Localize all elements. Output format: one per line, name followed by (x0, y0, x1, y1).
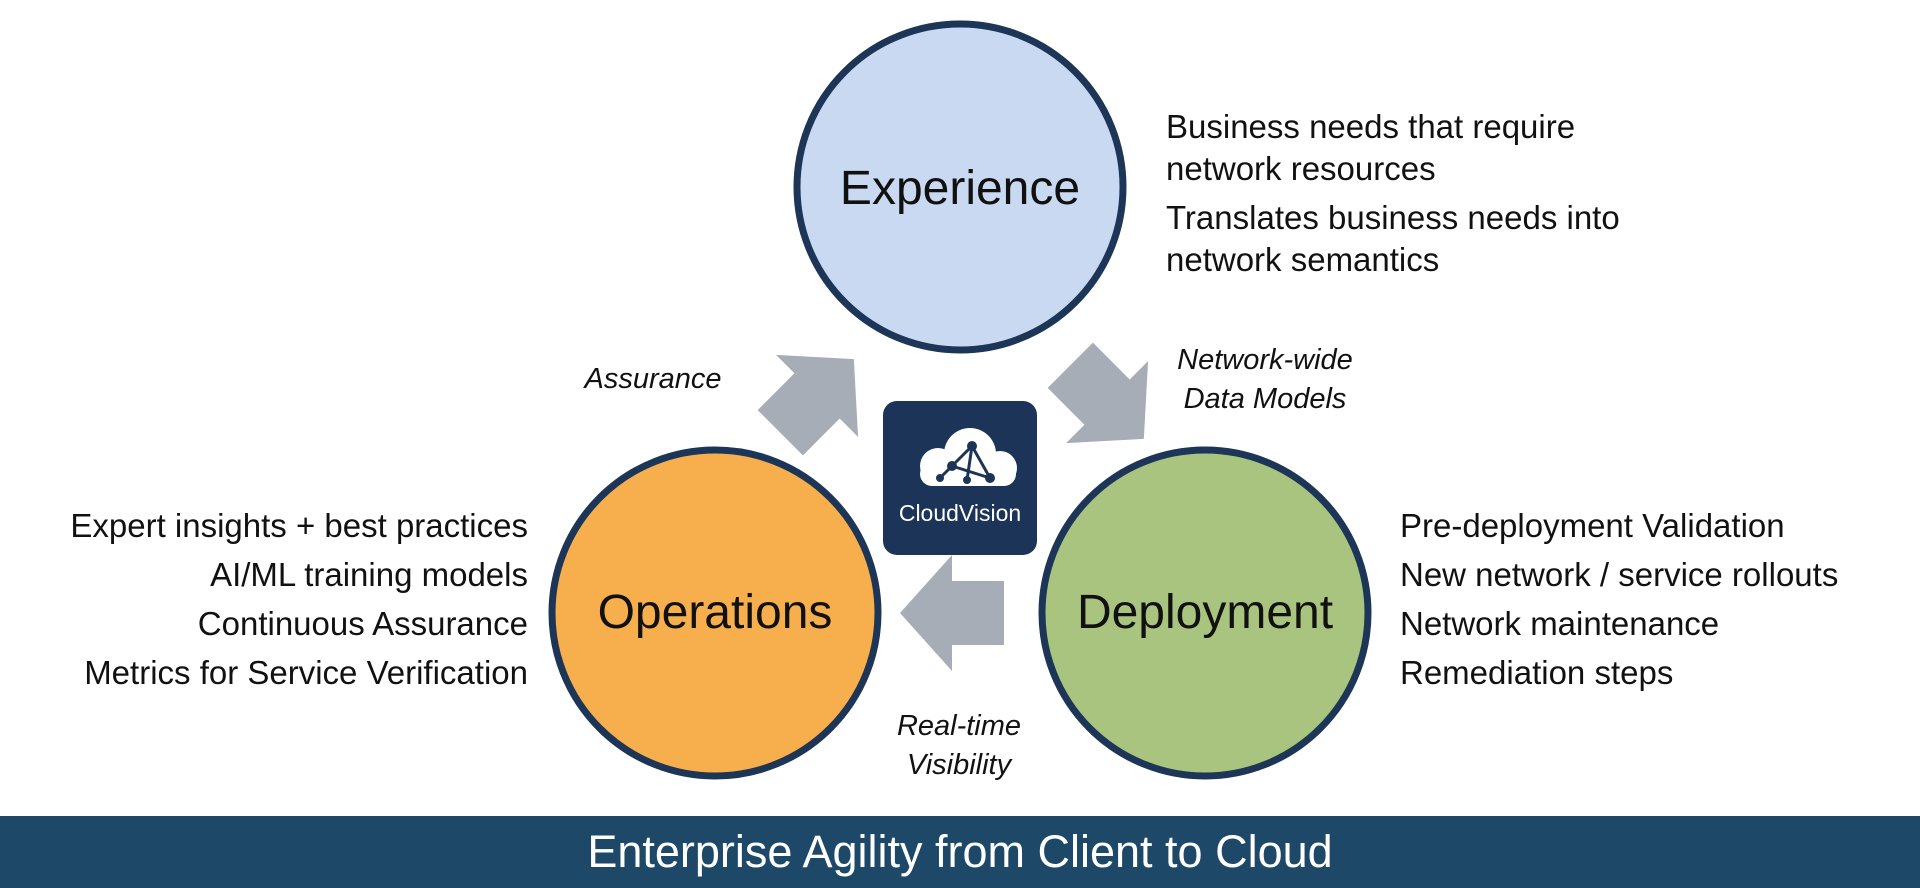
operations-note: AI/ML training models (210, 556, 528, 593)
arrow-assurance (757, 354, 859, 456)
deployment-note: Remediation steps (1400, 654, 1674, 691)
deployment-circle (1038, 446, 1372, 780)
experience-note-2-line1: Translates business needs into (1166, 199, 1620, 236)
deployment-note: Network maintenance (1400, 605, 1720, 642)
deployment-node: Deployment (1038, 446, 1372, 780)
deployment-note: New network / service rollouts (1400, 556, 1839, 593)
deployment-label: Deployment (1077, 586, 1333, 639)
arrow-visibility (900, 555, 1004, 671)
arrow-shape (1047, 342, 1149, 444)
operations-circle (548, 446, 882, 780)
experience-label: Experience (840, 162, 1080, 215)
operations-node: Operations (548, 446, 882, 780)
operations-label: Operations (598, 586, 833, 639)
operations-note: Continuous Assurance (197, 605, 528, 642)
operations-note: Metrics for Service Verification (84, 654, 528, 691)
cloudvision-logo: CloudVision (883, 401, 1037, 555)
assurance-label: Assurance (582, 363, 721, 395)
experience-note-1: Business needs that require network reso… (1166, 106, 1620, 190)
arrow-data-models (1047, 342, 1149, 444)
operations-notes: Expert insights + best practices AI/ML t… (0, 505, 528, 701)
footer-title: Enterprise Agility from Client to Cloud (587, 826, 1333, 877)
realtime-label-line1: Real-time (897, 710, 1021, 742)
experience-note-1-line1: Business needs that require (1166, 108, 1576, 145)
experience-note-2: Translates business needs into network s… (1166, 197, 1620, 281)
operations-note: Expert insights + best practices (70, 507, 528, 544)
arrow-shape (900, 555, 1004, 671)
footer-banner: Enterprise Agility from Client to Cloud (0, 816, 1920, 888)
experience-circle (793, 20, 1127, 354)
experience-note-2-line2: network semantics (1166, 241, 1440, 278)
experience-note-1-line2: network resources (1166, 150, 1436, 187)
realtime-label-line2: Visibility (907, 749, 1013, 781)
deployment-notes: Pre-deployment Validation New network / … (1400, 505, 1838, 701)
arrow-shape (757, 354, 859, 456)
cloud-network-icon (920, 428, 1017, 486)
experience-notes: Business needs that require network reso… (1166, 106, 1620, 281)
logo-label: CloudVision (899, 500, 1021, 526)
network-wide-label-line1: Network-wide (1177, 344, 1353, 376)
experience-node: Experience (793, 20, 1127, 354)
network-wide-label-line2: Data Models (1184, 383, 1347, 415)
deployment-note: Pre-deployment Validation (1400, 507, 1785, 544)
